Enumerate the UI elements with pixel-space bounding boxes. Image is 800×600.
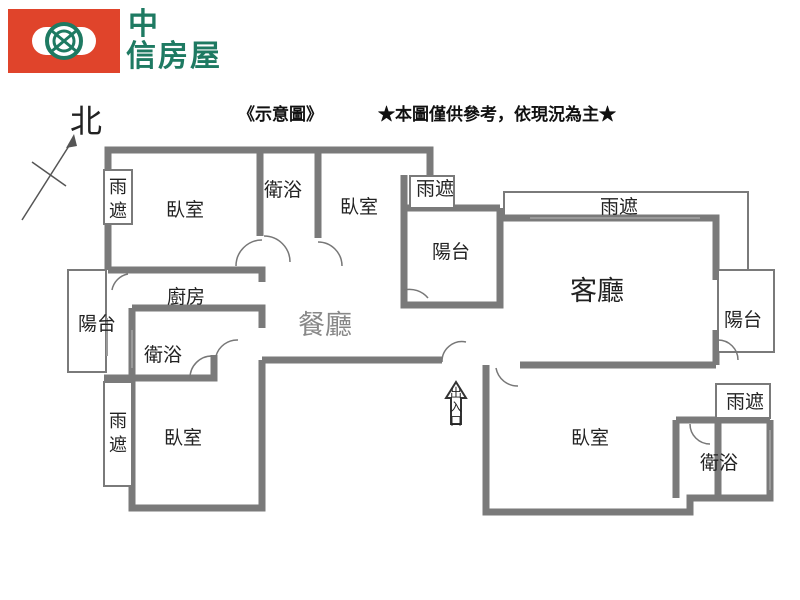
room-label-balcony: 陽台 xyxy=(724,309,763,331)
canopy-label: 雨遮 xyxy=(109,177,127,222)
door-swings xyxy=(111,235,739,445)
entrance-arrow-icon xyxy=(444,380,468,425)
room-label-balcony: 陽台 xyxy=(432,241,471,263)
exterior-walls xyxy=(104,146,774,516)
room-label-bedroom: 臥室 xyxy=(164,427,203,449)
entrance-label: 出入口 xyxy=(449,386,462,428)
room-label-bedroom: 臥室 xyxy=(340,196,379,218)
canopy-outline-east xyxy=(503,191,749,270)
logo-emblem-icon xyxy=(32,22,96,60)
room-label-bath: 衛浴 xyxy=(700,452,739,474)
north-label: 北 xyxy=(70,102,103,140)
room-label-dining: 餐廳 xyxy=(298,310,352,341)
room-label-bath: 衛浴 xyxy=(144,344,183,366)
canopy-label: 雨遮 xyxy=(109,411,127,456)
room-label-bedroom: 臥室 xyxy=(166,199,205,221)
room-label-bedroom: 臥室 xyxy=(571,427,610,449)
balcony-outlines xyxy=(67,169,775,487)
disclaimer: ★本圖僅供參考，依現況為主★ xyxy=(378,105,616,125)
windows xyxy=(106,217,771,490)
brand-name-line1: 中 xyxy=(128,7,158,42)
room-label-balcony: 陽台 xyxy=(78,313,117,335)
company-logo xyxy=(8,9,120,73)
room-label-living: 客廳 xyxy=(570,276,624,307)
brand-name-line2: 信房屋 xyxy=(126,39,222,74)
canopy-label: 雨遮 xyxy=(726,391,765,413)
north-arrow-icon xyxy=(21,134,77,221)
canopy-label: 雨遮 xyxy=(416,178,455,200)
canopy-label: 雨遮 xyxy=(600,196,639,218)
room-label-bath: 衛浴 xyxy=(264,179,303,201)
room-label-kitchen: 廚房 xyxy=(167,286,206,308)
diagram-note: 《示意圖》 xyxy=(238,105,323,125)
